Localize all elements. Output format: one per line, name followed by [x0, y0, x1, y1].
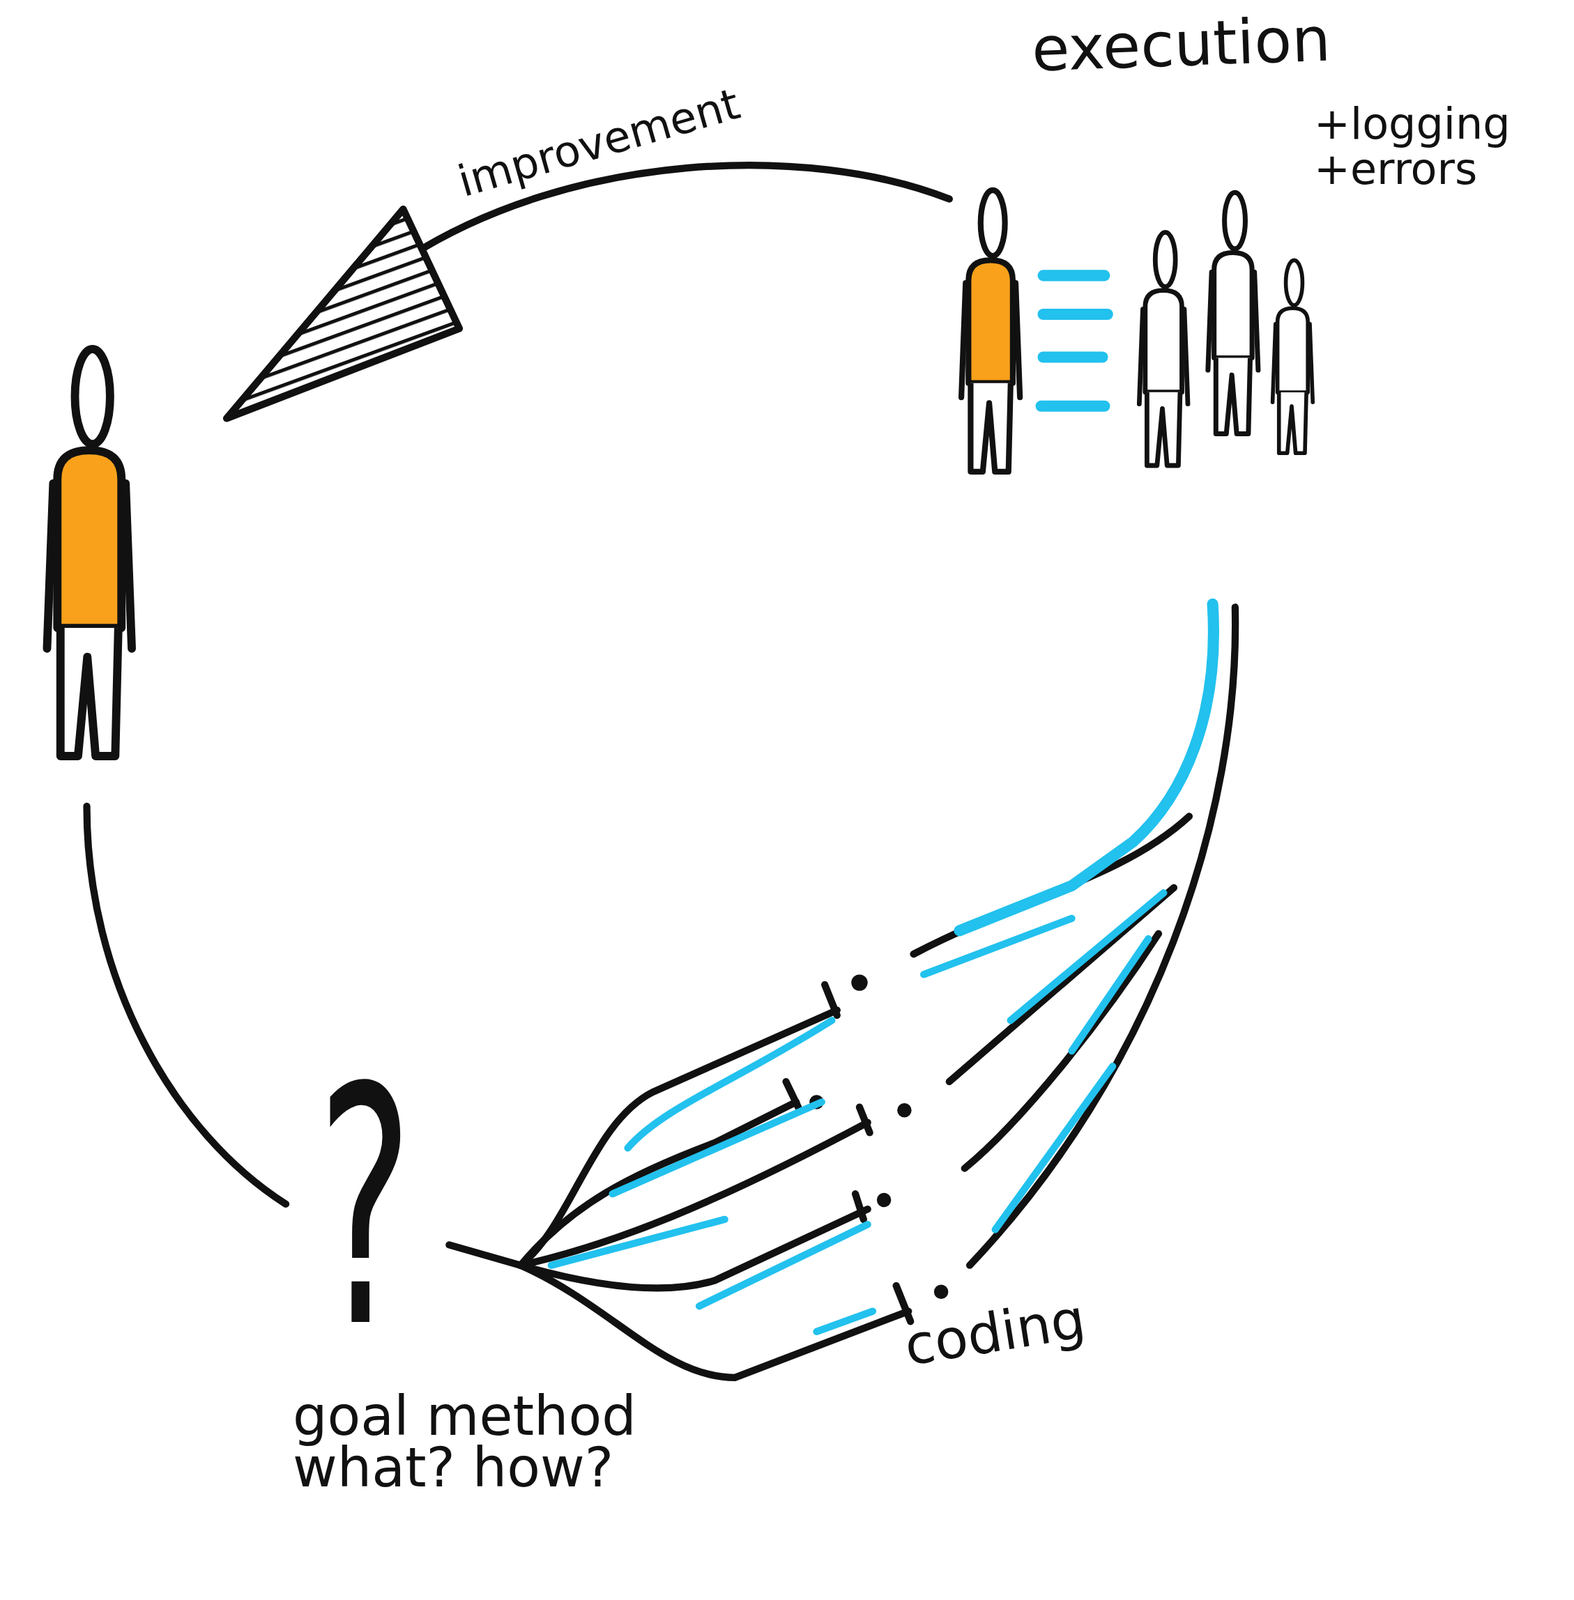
note-label: +logging +errors — [1313, 101, 1551, 192]
blue-trace — [551, 1219, 725, 1266]
branch-line — [448, 1244, 521, 1266]
blue-trace — [959, 604, 1213, 932]
team-person — [1208, 192, 1259, 434]
branch-line — [520, 1102, 797, 1266]
coding-branches — [448, 816, 1190, 1378]
instruction-dash — [1041, 400, 1105, 412]
branch-line — [520, 1010, 838, 1266]
blue-trace — [612, 1102, 822, 1195]
blue-trace — [816, 1311, 873, 1333]
stage-label: coding — [900, 1290, 1089, 1377]
blue-trace — [1072, 938, 1149, 1052]
blue-traces — [551, 604, 1214, 1333]
stage-label: execution — [1030, 7, 1333, 83]
cycle-arc — [87, 806, 287, 1205]
cycle-arcs — [87, 165, 1236, 1266]
arrow-head — [226, 209, 460, 419]
stage-label: goal method what? how? — [292, 1390, 642, 1494]
instruction-dash — [1043, 351, 1103, 363]
instruction-dash — [1043, 308, 1108, 320]
branch-dot — [876, 1193, 892, 1209]
branch-dot — [934, 1285, 949, 1301]
blue-trace — [628, 1020, 833, 1149]
branch-line — [520, 1265, 909, 1379]
team-person — [1272, 260, 1314, 454]
branch-dot — [897, 1103, 912, 1119]
blue-trace — [1010, 892, 1165, 1021]
instruction-dash — [1043, 269, 1105, 281]
cycle-arc — [969, 607, 1236, 1266]
branch-line — [520, 1122, 868, 1266]
lead-person — [961, 190, 1020, 472]
stage-label: improvement — [453, 80, 745, 205]
branch-dot — [851, 974, 868, 991]
blue-trace — [995, 1066, 1113, 1230]
blue-trace — [923, 918, 1072, 976]
team-person — [1139, 232, 1188, 466]
question-mark: ? — [317, 1045, 413, 1374]
instruction-dashes — [1041, 275, 1108, 406]
improver-person — [46, 349, 132, 757]
blue-trace — [699, 1224, 868, 1307]
